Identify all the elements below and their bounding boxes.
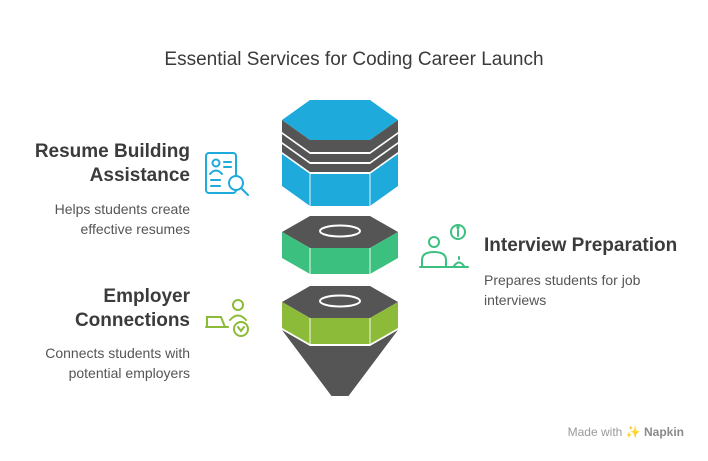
networking-icon xyxy=(205,299,249,337)
service-desc-resume: Helps students create effective resumes xyxy=(20,199,190,239)
segment-employer xyxy=(282,286,398,344)
resume-search-icon xyxy=(205,152,249,196)
service-desc-interview: Prepares students for job interviews xyxy=(484,270,684,310)
service-heading-resume: Resume Building Assistance xyxy=(20,140,190,188)
column-tip xyxy=(282,330,398,405)
diagram-title: Essential Services for Coding Career Lau… xyxy=(164,49,544,70)
footer-attribution: Made with ✨ Napkin xyxy=(568,425,684,439)
service-desc-resume-line2: effective resumes xyxy=(80,221,190,237)
service-heading-employer: Employer Connections xyxy=(20,285,190,333)
service-heading-employer-line2: Connections xyxy=(74,310,190,331)
service-heading-interview: Interview Preparation xyxy=(484,234,704,258)
stacked-column-diagram xyxy=(282,100,398,405)
service-desc-employer: Connects students with potential employe… xyxy=(20,343,190,383)
service-desc-employer-line1: Connects students with xyxy=(45,345,190,361)
service-desc-employer-line2: potential employers xyxy=(68,365,190,381)
service-desc-interview-line1: Prepares students for job xyxy=(484,272,641,288)
service-heading-resume-line2: Assistance xyxy=(89,165,190,186)
service-heading-employer-line1: Employer xyxy=(103,286,190,307)
footer-brand: Napkin xyxy=(643,425,684,439)
segment-resume xyxy=(282,100,398,206)
interview-person-icon xyxy=(419,224,469,268)
footer-made-with: Made with xyxy=(567,425,623,439)
segment-interview xyxy=(282,216,398,274)
service-desc-resume-line1: Helps students create xyxy=(54,201,190,217)
service-desc-interview-line2: interviews xyxy=(484,292,547,308)
napkin-logo-icon: ✨ xyxy=(625,425,641,439)
service-heading-interview-line1: Interview Preparation xyxy=(484,235,678,256)
service-heading-resume-line1: Resume Building xyxy=(34,141,190,162)
